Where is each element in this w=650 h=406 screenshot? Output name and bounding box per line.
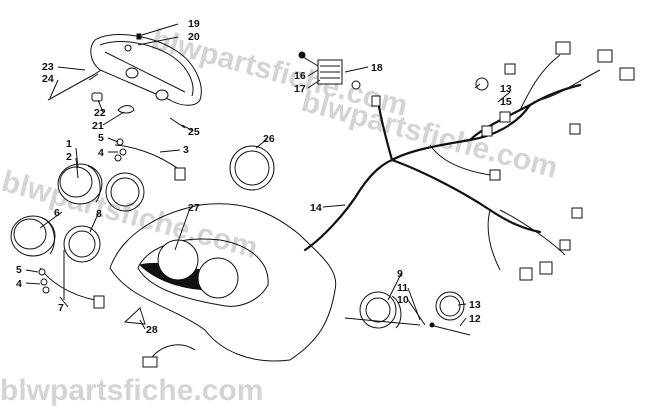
callout-13-top: 13 bbox=[500, 83, 512, 95]
callout-7: 7 bbox=[58, 302, 64, 314]
gauge-group-right bbox=[344, 291, 471, 336]
callout-4-bottom: 4 bbox=[16, 278, 22, 290]
callout-27: 27 bbox=[188, 202, 200, 214]
callout-17: 17 bbox=[294, 83, 306, 95]
dash-panel bbox=[109, 203, 337, 368]
callout-12: 12 bbox=[469, 313, 481, 325]
callout-3: 3 bbox=[183, 144, 189, 156]
callout-24: 24 bbox=[42, 73, 54, 85]
callout-18: 18 bbox=[371, 62, 383, 74]
callout-2: 2 bbox=[66, 151, 72, 163]
callout-25: 25 bbox=[188, 126, 200, 138]
callout-1: 1 bbox=[66, 138, 72, 150]
callout-28: 28 bbox=[146, 324, 158, 336]
callout-5-bottom: 5 bbox=[16, 264, 22, 276]
callout-10: 10 bbox=[397, 294, 409, 306]
leader-lines bbox=[25, 23, 511, 330]
watermark-middle: blwpartsfiche.com bbox=[298, 85, 561, 185]
callout-26: 26 bbox=[263, 133, 275, 145]
watermark-bottom: blwpartsfiche.com bbox=[0, 374, 263, 406]
callout-labels: 19 20 23 24 22 21 25 1 2 5 4 3 26 27 6 8… bbox=[16, 18, 512, 336]
callout-11: 11 bbox=[397, 282, 408, 294]
callout-14: 14 bbox=[310, 202, 322, 214]
callout-22: 22 bbox=[94, 107, 106, 119]
callout-4-top: 4 bbox=[98, 147, 104, 159]
callout-13-bottom: 13 bbox=[469, 299, 481, 311]
callout-15: 15 bbox=[500, 96, 512, 108]
callout-5-top: 5 bbox=[98, 132, 104, 144]
callout-23: 23 bbox=[42, 61, 54, 73]
gauge-group-left bbox=[10, 138, 186, 309]
callout-6: 6 bbox=[54, 207, 60, 219]
wiring-harness bbox=[298, 41, 635, 281]
callout-19: 19 bbox=[188, 18, 200, 30]
callout-8: 8 bbox=[96, 208, 102, 220]
callout-9: 9 bbox=[397, 268, 403, 280]
headlight-assembly bbox=[47, 33, 202, 129]
bezel-ring-26 bbox=[229, 145, 275, 191]
callout-16: 16 bbox=[294, 70, 306, 82]
callout-20: 20 bbox=[188, 31, 200, 43]
callout-21: 21 bbox=[92, 120, 104, 132]
